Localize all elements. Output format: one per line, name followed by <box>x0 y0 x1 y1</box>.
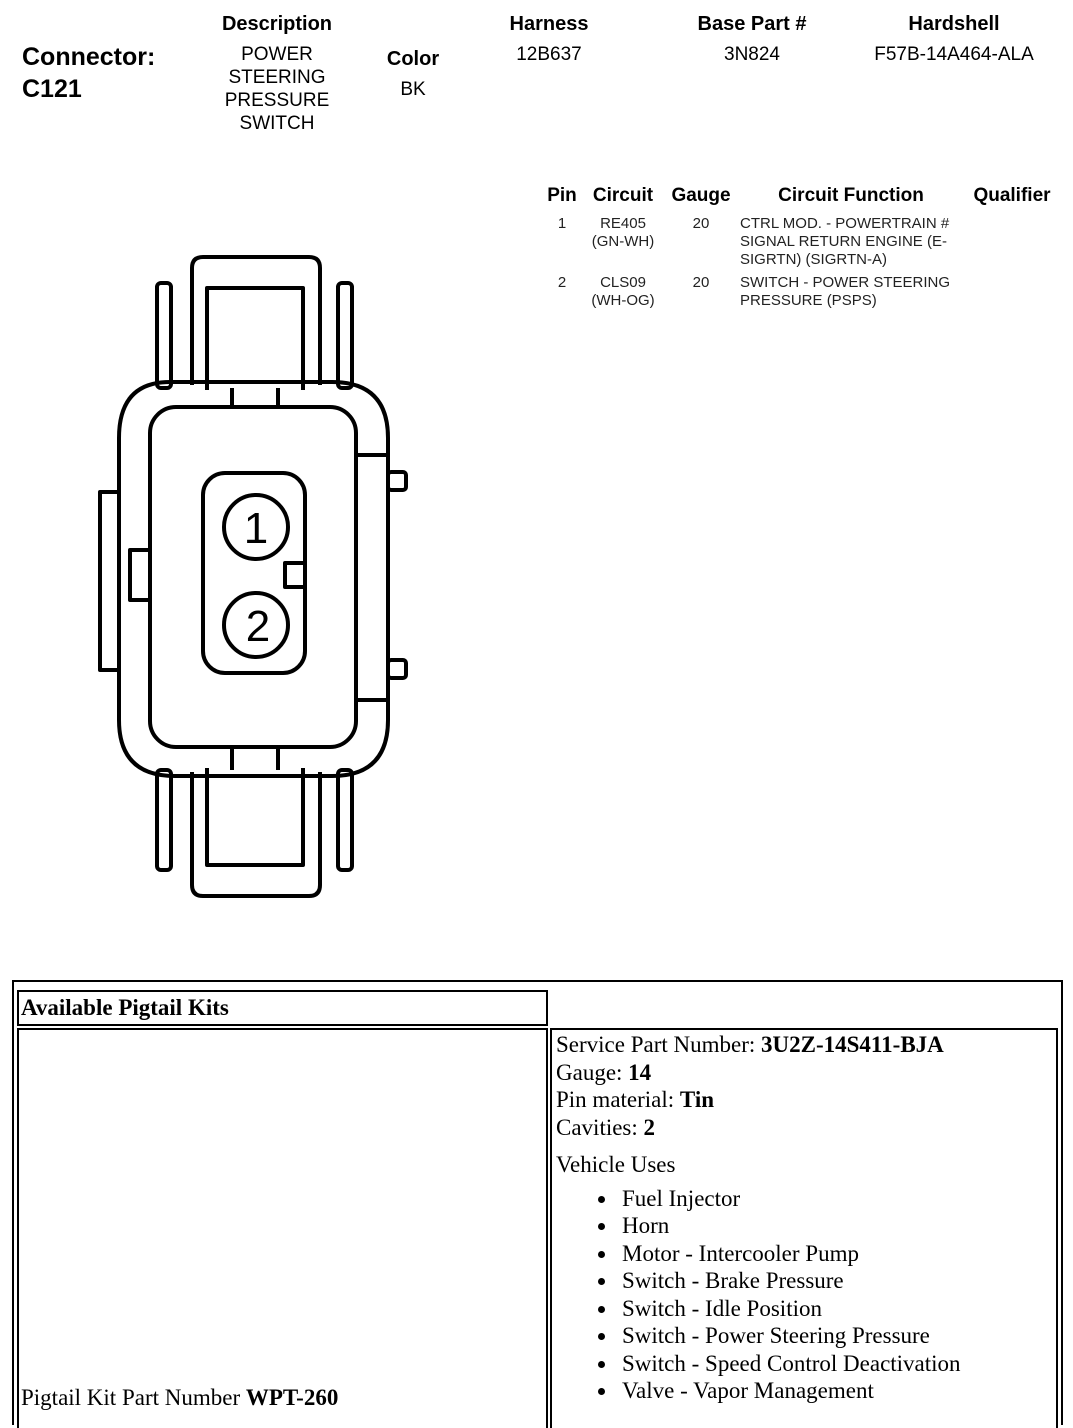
connector-inner-panel <box>148 405 358 749</box>
rail-left-top <box>155 281 173 390</box>
circuit-color: (WH-OG) <box>591 292 655 309</box>
hardshell-header: Hardshell <box>908 13 1000 35</box>
pigtail-outer-frame <box>12 980 1063 1425</box>
circuit-cell: CLS09 (WH-OG) <box>584 274 662 310</box>
base-part-value: 3N824 <box>724 44 780 65</box>
circuit-color: (GN-WH) <box>591 233 655 250</box>
cavities-row: Cavities: 2 <box>556 1114 1056 1142</box>
gauge-col-header: Gauge <box>671 185 731 206</box>
top-latch-inner <box>205 286 305 390</box>
service-part-row: Service Part Number: 3U2Z-14S411-BJA <box>556 1031 1056 1059</box>
function-line: CTRL MOD. - POWERTRAIN # <box>740 215 950 232</box>
connector-title: Connector: C121 <box>22 41 155 105</box>
description-value: POWER STEERING PRESSURE SWITCH <box>196 43 358 135</box>
base-part-header: Base Part # <box>697 13 807 35</box>
description-line: PRESSURE <box>224 90 330 111</box>
pigtail-kit-part: Pigtail Kit Part Number WPT-260 <box>21 1384 338 1412</box>
bottom-latch <box>190 772 322 898</box>
rail-right-top <box>336 281 354 390</box>
color-value: BK <box>400 79 426 100</box>
pin-1-label: 1 <box>244 504 268 553</box>
vehicle-use-item: Switch - Power Steering Pressure <box>618 1322 1056 1350</box>
pin-col-header: Pin <box>547 185 577 206</box>
harness-header: Harness <box>509 13 589 35</box>
connector-label: Connector: <box>22 43 156 71</box>
left-lock <box>98 490 119 672</box>
circuit-col-header: Circuit <box>592 185 654 206</box>
description-line: POWER <box>241 44 313 65</box>
connector-outer-body <box>117 380 390 778</box>
function-line: SIGNAL RETURN ENGINE (E- <box>740 233 947 250</box>
right-tab-bottom <box>386 658 408 680</box>
pin-material-row: Pin material: Tin <box>556 1086 1056 1114</box>
hardshell-value: F57B-14A464-ALA <box>874 44 1034 65</box>
connector-id: C121 <box>22 75 82 103</box>
gauge-cell: 20 <box>692 215 710 232</box>
cavities-label: Cavities: <box>556 1114 644 1140</box>
pin-1-circle <box>222 493 290 561</box>
pin-2-label: 2 <box>246 602 270 651</box>
rail-right-bottom <box>336 768 354 872</box>
color-header: Color <box>386 48 440 70</box>
rail-left-bottom <box>155 768 173 872</box>
function-cell: CTRL MOD. - POWERTRAIN # SIGNAL RETURN E… <box>740 215 966 269</box>
pigtail-title-cell <box>17 990 548 1026</box>
pigtail-details-cell <box>550 1028 1058 1428</box>
description-line: STEERING <box>228 67 326 88</box>
cavity-key <box>283 561 307 589</box>
function-line: SIGRTN) (SIGRTN-A) <box>740 251 887 268</box>
vehicle-use-item: Valve - Vapor Management <box>618 1377 1056 1405</box>
pin-material-label: Pin material: <box>556 1087 680 1112</box>
function-col-header: Circuit Function <box>778 185 924 206</box>
harness-value: 12B637 <box>516 44 582 65</box>
left-lock-tab <box>128 548 152 602</box>
cavities-value: 2 <box>643 1114 656 1140</box>
qualifier-col-header: Qualifier <box>973 185 1051 206</box>
function-cell: SWITCH - POWER STEERING PRESSURE (PSPS) <box>740 274 966 310</box>
circuit-code: CLS09 <box>600 274 646 291</box>
kit-part-value: WPT-260 <box>245 1385 339 1410</box>
pin-number: 1 <box>557 215 567 232</box>
top-latch <box>190 255 322 385</box>
description-line: SWITCH <box>239 113 315 134</box>
circuit-code: RE405 <box>600 215 646 232</box>
gauge-label: Gauge: <box>556 1059 629 1085</box>
kit-part-label: Pigtail Kit Part Number <box>21 1385 246 1410</box>
vehicle-use-item: Switch - Brake Pressure <box>618 1267 1056 1295</box>
pigtail-details: Service Part Number: 3U2Z-14S411-BJA Gau… <box>556 1031 1056 1405</box>
service-part-label: Service Part Number: <box>556 1032 762 1057</box>
vehicle-use-item: Fuel Injector <box>618 1185 1056 1213</box>
bottom-latch-inner <box>205 768 305 867</box>
gauge-cell: 20 <box>692 274 710 291</box>
pin-number: 2 <box>557 274 567 291</box>
pin-2-circle <box>222 591 290 659</box>
vehicle-uses-list: Fuel Injector Horn Motor - Intercooler P… <box>556 1185 1056 1405</box>
function-line: PRESSURE (PSPS) <box>740 292 877 309</box>
service-part-value: 3U2Z-14S411-BJA <box>761 1032 944 1057</box>
description-header: Description <box>221 13 333 35</box>
function-line: SWITCH - POWER STEERING <box>740 274 950 291</box>
vehicle-use-item: Switch - Idle Position <box>618 1295 1056 1323</box>
connector-face-diagram: 1 2 <box>98 255 408 898</box>
vehicle-use-item: Horn <box>618 1212 1056 1240</box>
pin-material-value: Tin <box>679 1087 715 1112</box>
pigtail-title: Available Pigtail Kits <box>21 995 229 1020</box>
right-tab-top <box>386 470 408 492</box>
vehicle-use-item: Motor - Intercooler Pump <box>618 1240 1056 1268</box>
gauge-value: 14 <box>628 1059 652 1085</box>
gauge-row: Gauge: 14 <box>556 1059 1056 1087</box>
pigtail-image-cell <box>17 1028 548 1428</box>
vehicle-use-item: Switch - Speed Control Deactivation <box>618 1350 1056 1378</box>
vehicle-uses-label: Vehicle Uses <box>556 1152 676 1177</box>
circuit-cell: RE405 (GN-WH) <box>584 215 662 251</box>
